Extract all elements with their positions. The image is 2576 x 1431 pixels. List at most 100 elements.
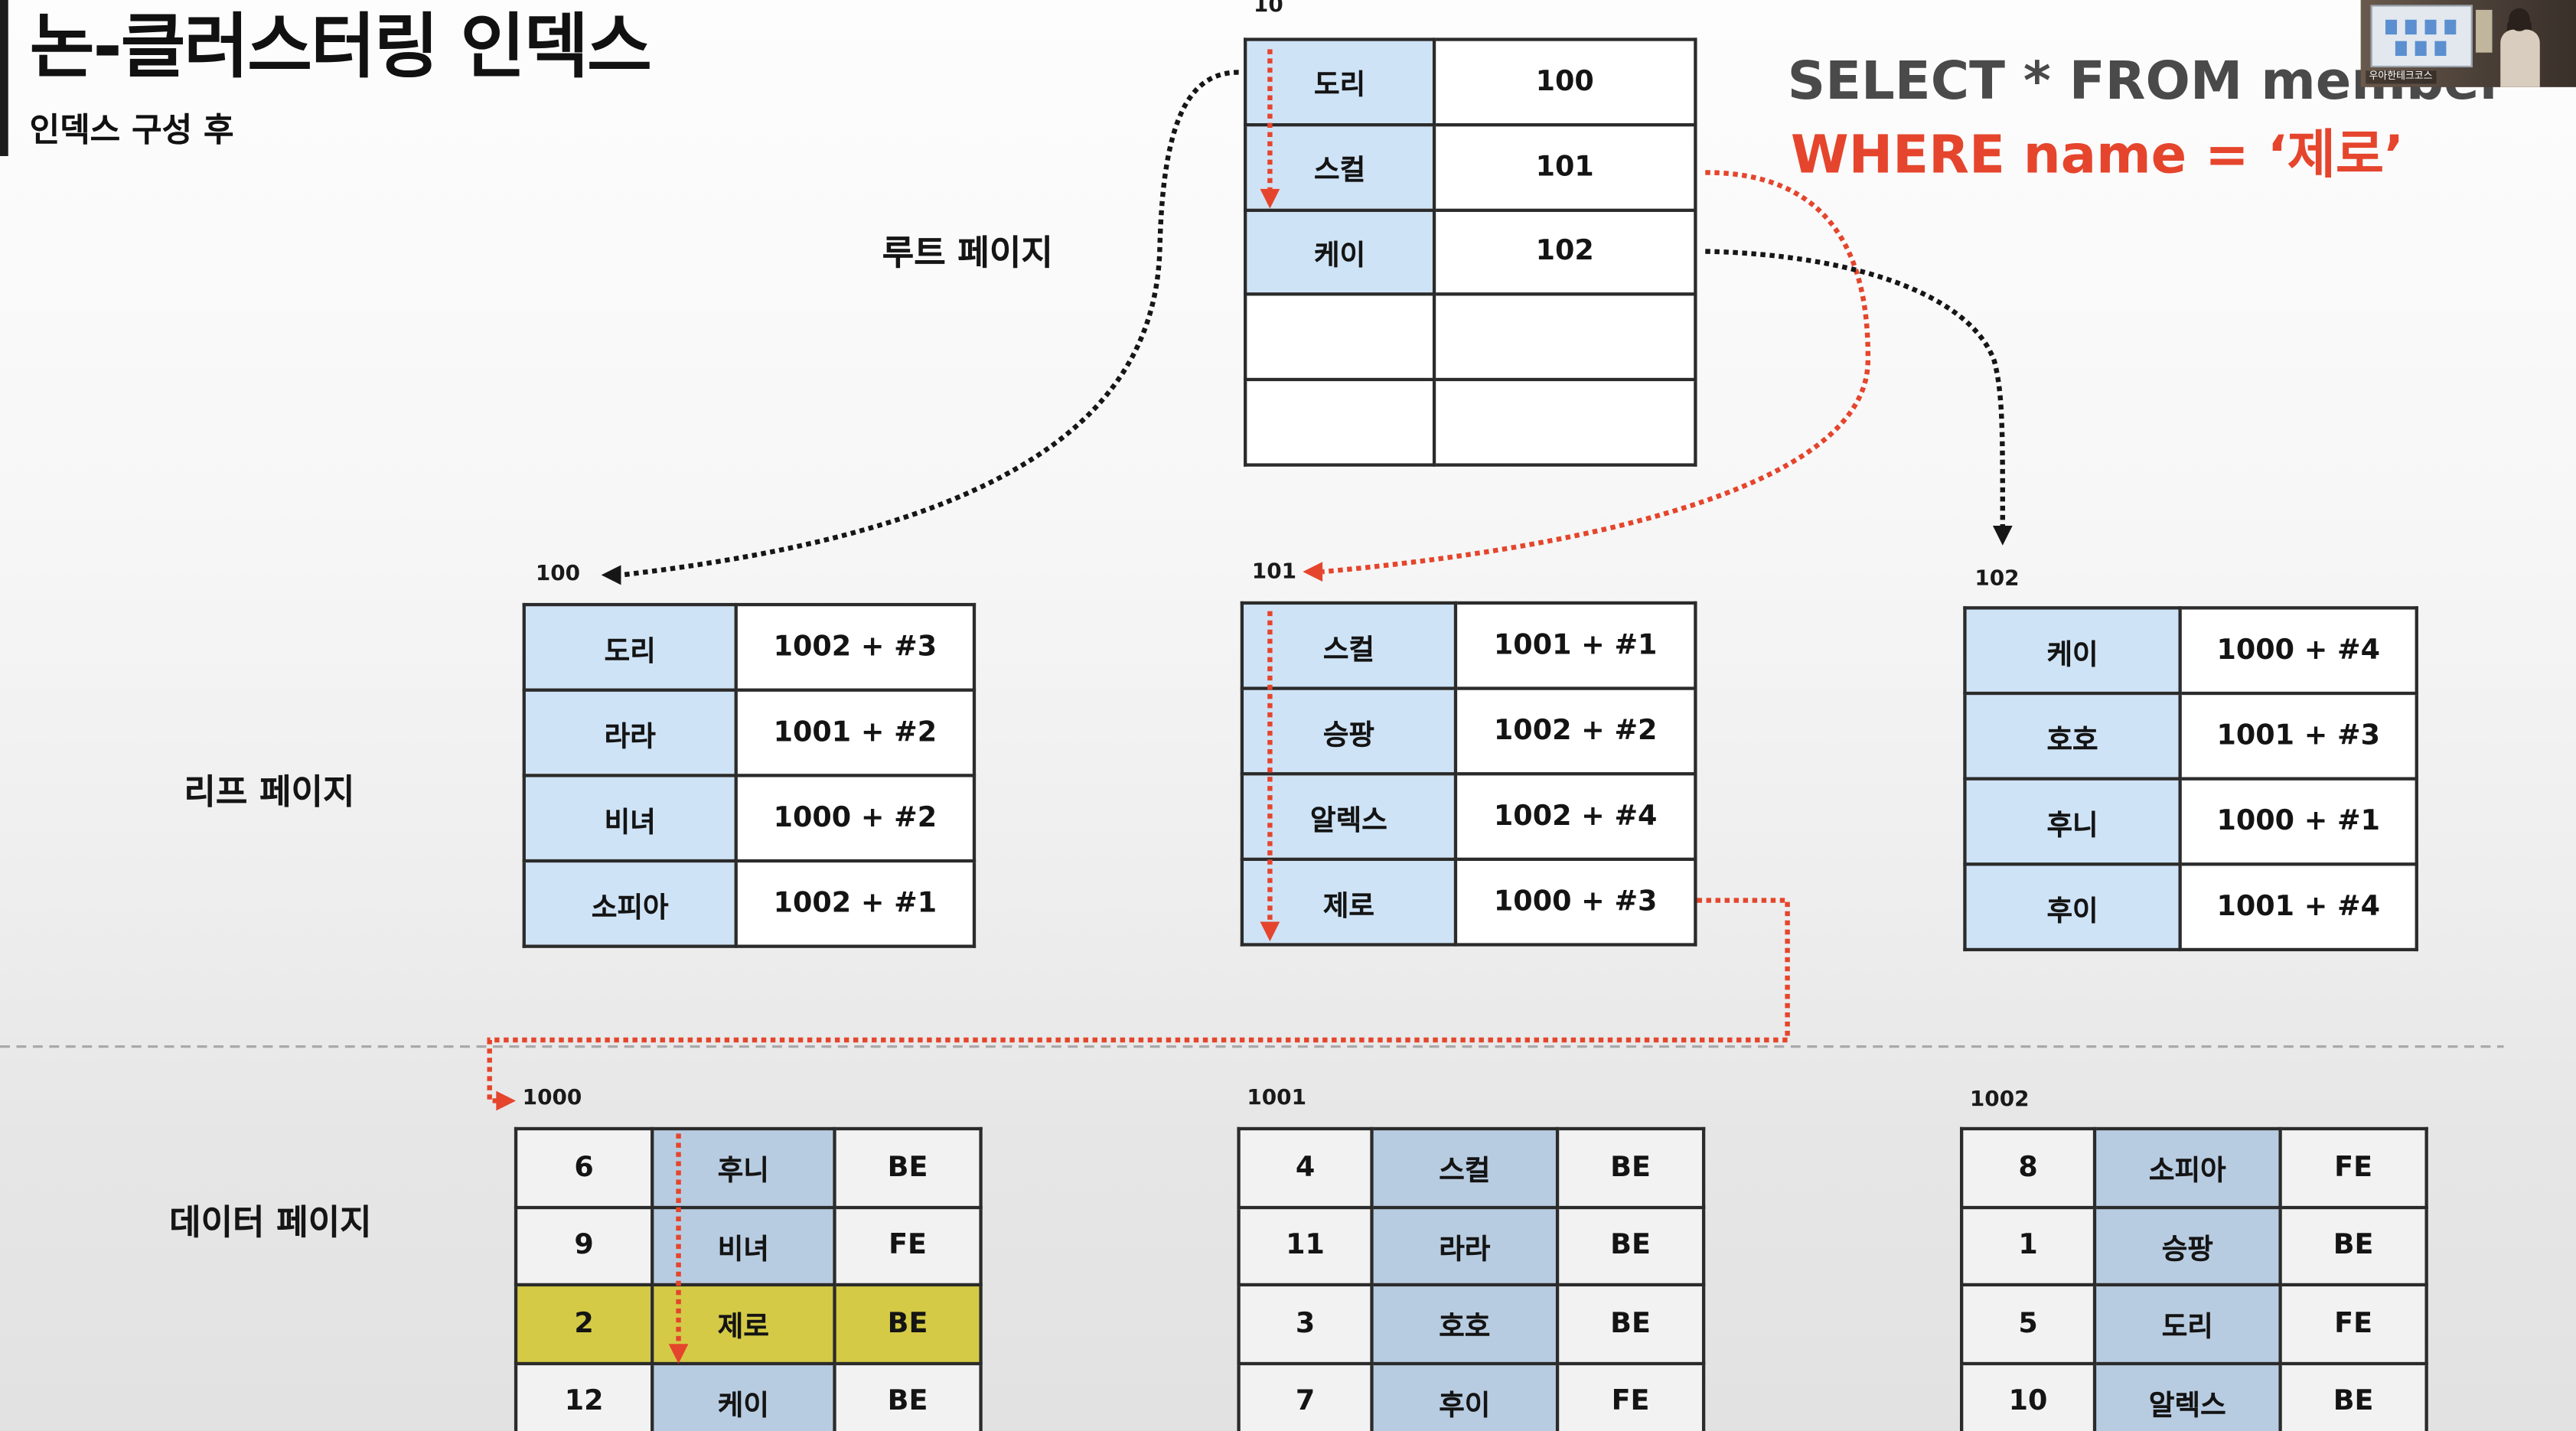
leaf-page-table: 케이 1000 + #4 호호 1001 + #3 후니 1000 + #1 후… — [1963, 606, 2418, 952]
data-page-section-label: 데이터 페이지 — [169, 1202, 372, 1243]
leaf-page-row: 후이 1001 + #4 — [1963, 862, 2418, 952]
record-id-cell: 10 — [1959, 1361, 2097, 1431]
record-team-cell: FE — [2278, 1126, 2428, 1209]
leaf-page-row: 도리 1002 + #3 — [522, 602, 977, 692]
leaf-page-row: 라라 1001 + #2 — [522, 688, 977, 777]
root-page-row: 도리 100 — [1244, 37, 1697, 126]
leaf-key-cell: 스컬 — [1240, 601, 1458, 690]
leaf-row-ref-cell: 1001 + #2 — [734, 688, 977, 777]
record-name-cell: 케이 — [651, 1361, 836, 1431]
record-name-cell: 제로 — [651, 1283, 836, 1365]
data-page-number: 1000 — [522, 1086, 582, 1111]
record-name-cell: 비녀 — [651, 1204, 836, 1287]
leaf-page-table: 스컬 1001 + #1 승팡 1002 + #2 알렉스 1002 + #4 … — [1240, 601, 1697, 947]
leaf-row-ref-cell: 1000 + #1 — [2178, 777, 2418, 866]
monitor-block — [2424, 19, 2437, 35]
record-team-cell: FE — [2278, 1283, 2428, 1365]
leaf-row-ref-cell: 1000 + #4 — [2178, 606, 2418, 696]
record-team-cell: FE — [833, 1204, 983, 1287]
leaf-key-cell: 도리 — [522, 602, 738, 692]
data-page-row: 9 비녀 FE — [514, 1204, 983, 1287]
leaf-key-cell: 소피아 — [522, 859, 738, 948]
data-page-row: 10 알렉스 BE — [1959, 1361, 2428, 1431]
record-id-cell: 1 — [1959, 1204, 2097, 1287]
leaf-row-ref-cell: 1001 + #3 — [2178, 691, 2418, 781]
leaf-page-row: 비녀 1000 + #2 — [522, 774, 977, 863]
leaf-page-table: 도리 1002 + #3 라라 1001 + #2 비녀 1000 + #2 소… — [522, 602, 977, 948]
data-page-row: 4 스컬 BE — [1237, 1126, 1706, 1209]
root-child-page-cell: 101 — [1432, 122, 1697, 212]
record-id-cell: 5 — [1959, 1283, 2097, 1365]
leaf-key-cell: 알렉스 — [1240, 772, 1458, 862]
query-line-where: WHERE name = ‘제로’ — [1790, 123, 2405, 186]
record-name-cell: 후니 — [651, 1126, 836, 1209]
data-page-row: 6 후니 BE — [514, 1126, 983, 1209]
record-id-cell: 8 — [1959, 1126, 2097, 1209]
root-page-row: 스컬 101 — [1244, 122, 1697, 212]
record-name-cell: 스컬 — [1370, 1126, 1560, 1209]
leaf-key-cell: 케이 — [1963, 606, 2182, 696]
root-key-cell — [1244, 378, 1436, 467]
leaf-page-row: 후니 1000 + #1 — [1963, 777, 2418, 866]
record-team-cell: BE — [1555, 1204, 1706, 1287]
leaf-page-row: 스컬 1001 + #1 — [1240, 601, 1697, 690]
data-page-row: 3 호호 BE — [1237, 1283, 1706, 1365]
leaf-key-cell: 제로 — [1240, 857, 1458, 947]
leaf-row-ref-cell: 1002 + #2 — [1453, 686, 1697, 776]
slide-subtitle: 인덱스 구성 후 — [29, 109, 234, 150]
root-child-page-cell — [1432, 293, 1697, 382]
leaf-to-data-1000-arrowhead — [496, 1090, 517, 1111]
record-id-cell: 9 — [514, 1204, 654, 1287]
root-page-table: 도리 100 스컬 101 케이 102 — [1244, 37, 1697, 467]
record-team-cell: BE — [833, 1361, 983, 1431]
root-key-cell: 케이 — [1244, 207, 1436, 297]
data-page-row-found: 2 제로 BE — [514, 1283, 983, 1365]
record-name-cell: 알렉스 — [2092, 1361, 2282, 1431]
record-name-cell: 도리 — [2092, 1283, 2282, 1365]
webcam-caption: 우아한테크코스 — [2366, 70, 2436, 84]
monitor-block — [2395, 41, 2407, 56]
slide-title: 논-클러스터링 인덱스 — [29, 6, 652, 89]
monitor-block — [2385, 19, 2398, 35]
record-team-cell: BE — [833, 1283, 983, 1365]
leaf-row-ref-cell: 1001 + #1 — [1453, 601, 1697, 690]
leaf-page-row: 알렉스 1002 + #4 — [1240, 772, 1697, 862]
record-team-cell: BE — [1555, 1126, 1706, 1209]
record-id-cell: 4 — [1237, 1126, 1374, 1209]
leaf-row-ref-cell: 1000 + #3 — [1453, 857, 1697, 947]
data-page-row: 12 케이 BE — [514, 1361, 983, 1431]
root-key-cell: 도리 — [1244, 37, 1436, 126]
monitor-block — [2444, 19, 2457, 35]
data-page-row: 11 라라 BE — [1237, 1204, 1706, 1287]
record-team-cell: BE — [1555, 1283, 1706, 1365]
data-page-row: 7 후이 FE — [1237, 1361, 1706, 1431]
data-page-table: 4 스컬 BE 11 라라 BE 3 호호 BE 7 후이 FE — [1237, 1126, 1706, 1431]
root-child-page-cell — [1432, 378, 1697, 467]
leaf-page-number: 100 — [535, 562, 581, 587]
root-page-section-label: 루트 페이지 — [882, 233, 1053, 273]
title-accent-bar — [0, 0, 8, 156]
leaf-page-row: 제로 1000 + #3 — [1240, 857, 1697, 947]
root-to-leaf-102-arrowhead — [1992, 526, 2013, 546]
leaf-key-cell: 호호 — [1963, 691, 2182, 781]
leaf-key-cell: 후이 — [1963, 862, 2182, 952]
record-id-cell: 3 — [1237, 1283, 1374, 1365]
leaf-row-ref-cell: 1002 + #1 — [734, 859, 977, 948]
monitor-block — [2415, 41, 2427, 56]
record-team-cell: BE — [833, 1126, 983, 1209]
root-page-row-empty — [1244, 378, 1697, 467]
presenter-body — [2500, 29, 2540, 87]
record-name-cell: 소피아 — [2092, 1126, 2282, 1209]
webcam-light — [2476, 9, 2493, 53]
presenter-webcam: 우아한테크코스 — [2360, 0, 2576, 87]
leaf-key-cell: 후니 — [1963, 777, 2182, 866]
record-team-cell: BE — [2278, 1361, 2428, 1431]
record-id-cell: 11 — [1237, 1204, 1374, 1287]
leaf-page-number: 101 — [1251, 560, 1297, 585]
leaf-page-number: 102 — [1974, 566, 2020, 592]
data-page-row: 8 소피아 FE — [1959, 1126, 2428, 1209]
leaf-row-ref-cell: 1000 + #2 — [734, 774, 977, 863]
record-name-cell: 라라 — [1370, 1204, 1560, 1287]
leaf-page-section-label: 리프 페이지 — [184, 772, 355, 812]
